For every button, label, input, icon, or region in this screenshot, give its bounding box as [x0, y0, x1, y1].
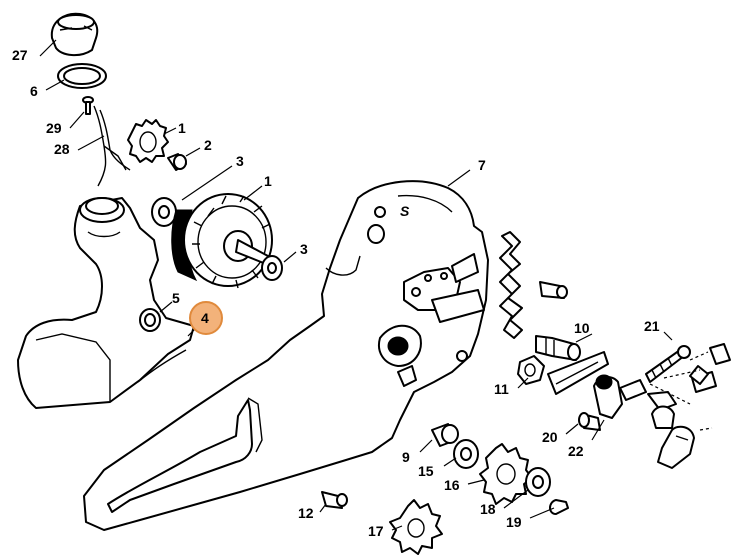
callout-27[interactable]: 27 — [12, 47, 28, 63]
callout-16[interactable]: 16 — [444, 477, 460, 493]
callout-28[interactable]: 28 — [54, 141, 70, 157]
e-clip[interactable] — [549, 499, 569, 515]
bar-nut[interactable] — [517, 355, 545, 385]
needle-cage[interactable] — [167, 153, 187, 171]
callout-3-right[interactable]: 3 — [300, 241, 308, 257]
callout-4[interactable]: 4 — [201, 310, 209, 326]
callout-10[interactable]: 10 — [574, 320, 590, 336]
o-ring[interactable] — [57, 63, 107, 89]
callout-18[interactable]: 18 — [480, 501, 496, 517]
callout-21[interactable]: 21 — [644, 318, 660, 334]
tensioner-knob[interactable] — [593, 374, 647, 419]
pinion-gear[interactable] — [127, 119, 169, 163]
tensioner-spring[interactable] — [499, 231, 523, 339]
long-bolt[interactable] — [645, 345, 691, 383]
svg-text:S: S — [400, 203, 410, 219]
callout-15[interactable]: 15 — [418, 463, 434, 479]
callout-5[interactable]: 5 — [172, 290, 180, 306]
tensioner-slide[interactable] — [547, 351, 609, 395]
small-screw[interactable] — [82, 96, 94, 115]
retaining-wire[interactable] — [93, 105, 131, 187]
needle-bearing[interactable] — [431, 423, 459, 447]
callout-labels: 27 6 29 28 1 2 3 1 3 5 4 7 10 11 21 20 2… — [12, 47, 660, 539]
bar-stud-bolt[interactable] — [535, 335, 581, 361]
callout-2[interactable]: 2 — [204, 137, 212, 153]
rim-sprocket[interactable] — [479, 443, 533, 505]
callout-1-drum[interactable]: 1 — [264, 173, 272, 189]
callout-19[interactable]: 19 — [506, 514, 522, 530]
clutch-drum[interactable] — [171, 193, 273, 289]
callout-12[interactable]: 12 — [298, 505, 314, 521]
leader-lines — [39, 39, 673, 531]
callout-3-upper[interactable]: 3 — [236, 153, 244, 169]
callout-17[interactable]: 17 — [368, 523, 384, 539]
callout-9[interactable]: 9 — [402, 449, 410, 465]
thrust-washer[interactable] — [525, 467, 551, 497]
callout-29[interactable]: 29 — [46, 120, 62, 136]
cover-screw[interactable] — [321, 491, 348, 509]
nut[interactable] — [139, 308, 161, 332]
adjust-screw[interactable] — [539, 281, 568, 299]
tank-cap[interactable] — [50, 12, 99, 56]
washer-lower[interactable] — [453, 439, 479, 469]
callout-11[interactable]: 11 — [494, 381, 509, 397]
tensioner-assembly[interactable] — [647, 343, 731, 469]
washer-upper[interactable] — [151, 197, 177, 227]
spur-sprocket[interactable] — [389, 499, 443, 555]
oil-tank[interactable] — [17, 197, 195, 409]
small-pin[interactable] — [578, 412, 601, 431]
highlight-circle — [189, 301, 223, 335]
callout-1-pinion[interactable]: 1 — [178, 120, 186, 136]
callout-20[interactable]: 20 — [542, 429, 558, 445]
sprocket-cover[interactable]: S — [83, 180, 489, 531]
callout-6[interactable]: 6 — [30, 83, 38, 99]
callout-7[interactable]: 7 — [478, 157, 486, 173]
callout-22[interactable]: 22 — [568, 443, 584, 459]
washer-right[interactable] — [261, 255, 283, 281]
